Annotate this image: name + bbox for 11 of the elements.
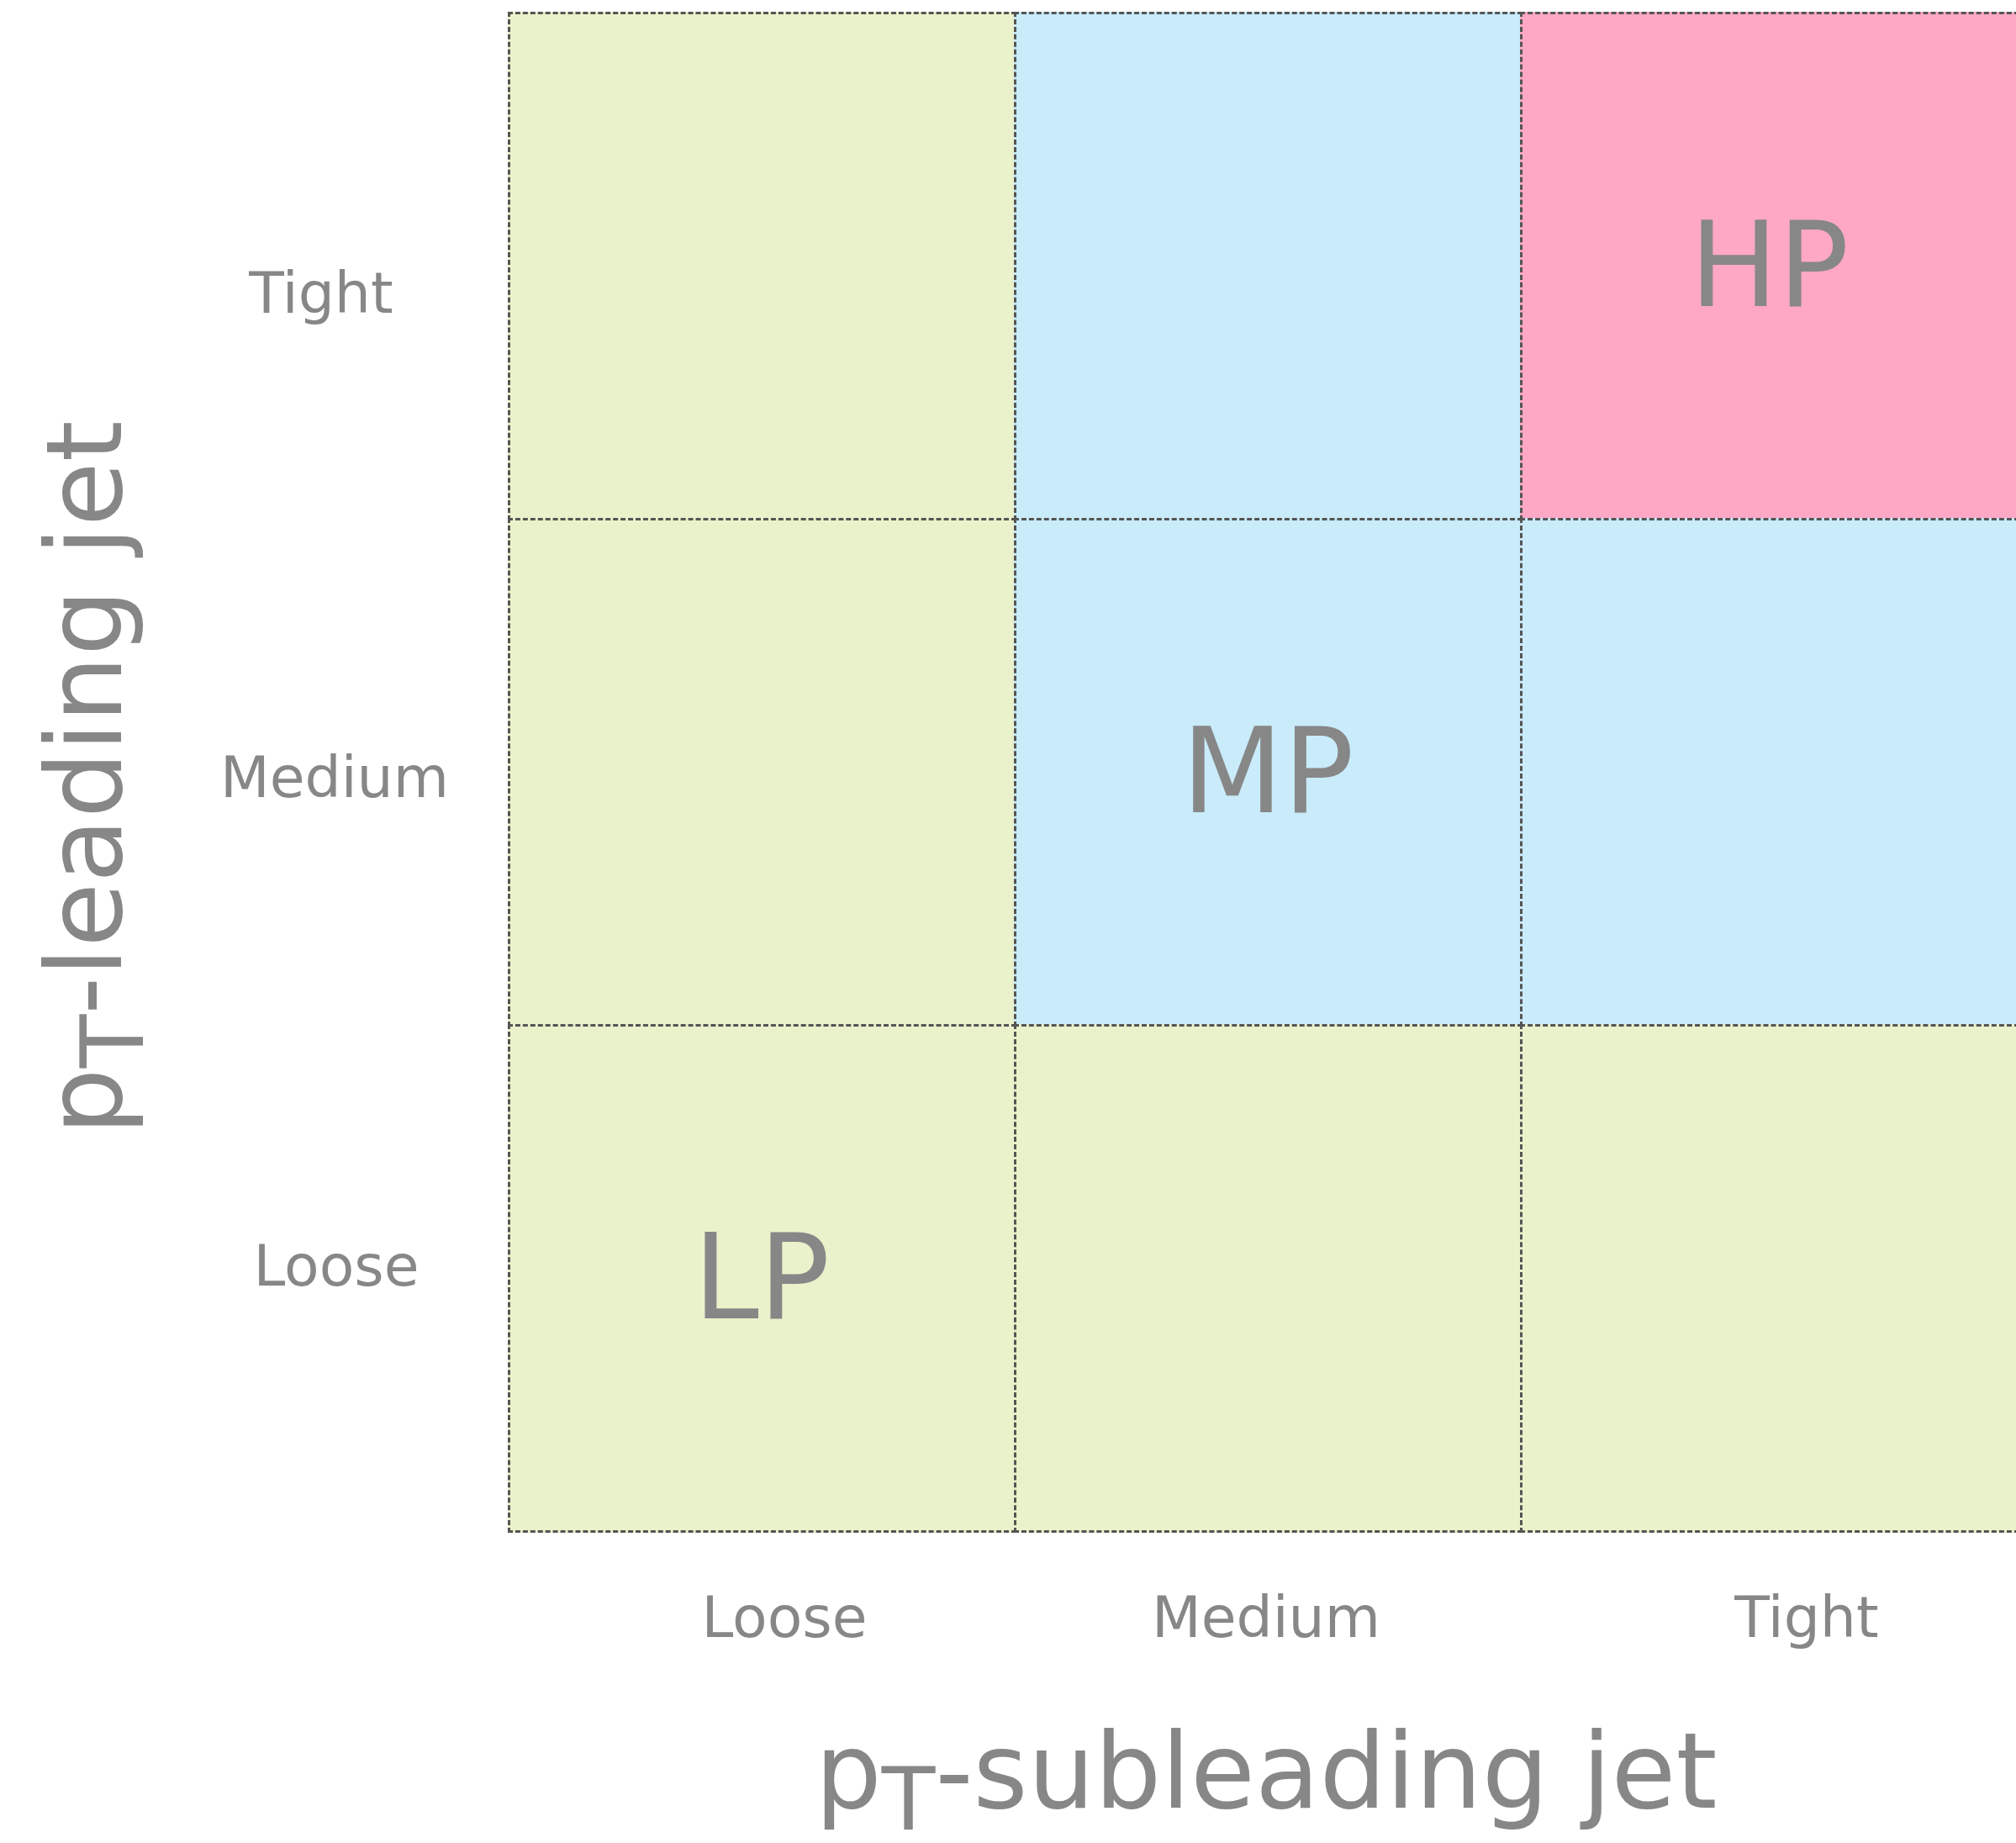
category-cell <box>1519 11 2016 520</box>
category-label: HP <box>1689 207 1850 325</box>
grid-cell <box>1013 11 1523 520</box>
category-label: LP <box>693 1219 831 1337</box>
tick-label: Loose <box>701 1589 868 1646</box>
tick-label: Loose <box>253 1238 420 1295</box>
tick-label: Medium <box>1152 1589 1380 1646</box>
category-label: MP <box>1181 713 1354 831</box>
tick-label: Medium <box>220 749 449 806</box>
axis-title: p$_{T}$-subleading jet <box>815 1718 1718 1843</box>
grid-cell <box>507 11 1016 520</box>
